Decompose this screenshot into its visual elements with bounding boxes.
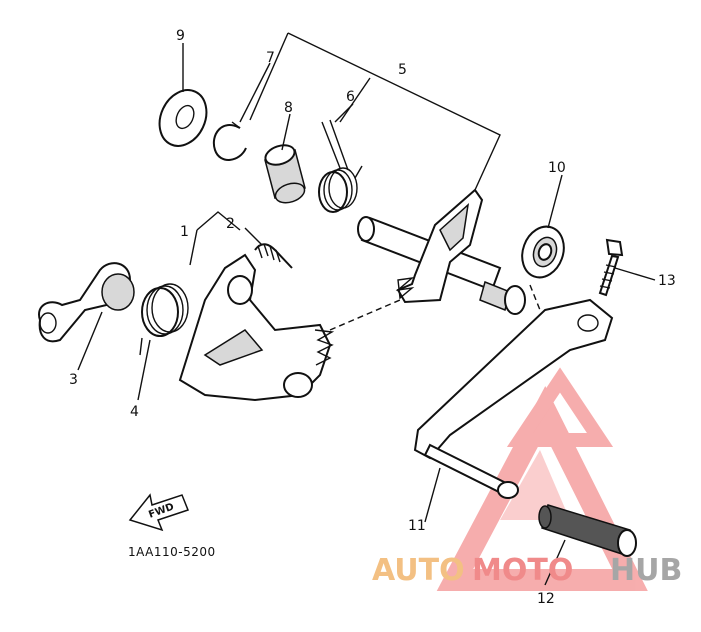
callout-9: 9 (176, 28, 185, 44)
callout-11: 11 (408, 518, 426, 534)
shift-pedal-part (413, 298, 614, 499)
stopper-lever-part (38, 262, 135, 343)
leader-lines (77, 32, 656, 586)
callout-6: 6 (346, 89, 355, 105)
callout-labels: 9 7 8 5 6 10 1 2 13 3 4 11 12 (69, 28, 676, 607)
callout-12: 12 (537, 591, 555, 607)
watermark-text: AUTO MOTO HUB (372, 553, 682, 588)
callout-4: 4 (130, 404, 139, 420)
watermark-moto: MOTO (472, 553, 573, 588)
forward-arrow-icon: FWD (128, 493, 189, 532)
shift-shaft-part (357, 188, 526, 315)
callout-10: 10 (548, 160, 566, 176)
callout-3: 3 (69, 372, 78, 388)
callout-1: 1 (180, 224, 189, 240)
collar-part (264, 144, 306, 204)
return-spring-part (139, 283, 189, 356)
watermark-auto: AUTO (372, 553, 465, 588)
circlip-part (212, 121, 247, 161)
callout-7: 7 (266, 50, 275, 66)
bolt-part (598, 238, 624, 297)
washer-part (158, 89, 208, 147)
watermark-hub: HUB (610, 553, 682, 588)
callout-13: 13 (658, 273, 676, 289)
torsion-spring-part (318, 119, 363, 213)
oil-seal-part (521, 225, 565, 279)
callout-5: 5 (398, 62, 407, 78)
shift-arm-assembly (178, 243, 335, 402)
diagram-code: 1AA110-5200 (128, 545, 216, 559)
callout-2: 2 (226, 216, 235, 232)
pedal-rubber-part (538, 504, 637, 557)
callout-8: 8 (284, 100, 293, 116)
